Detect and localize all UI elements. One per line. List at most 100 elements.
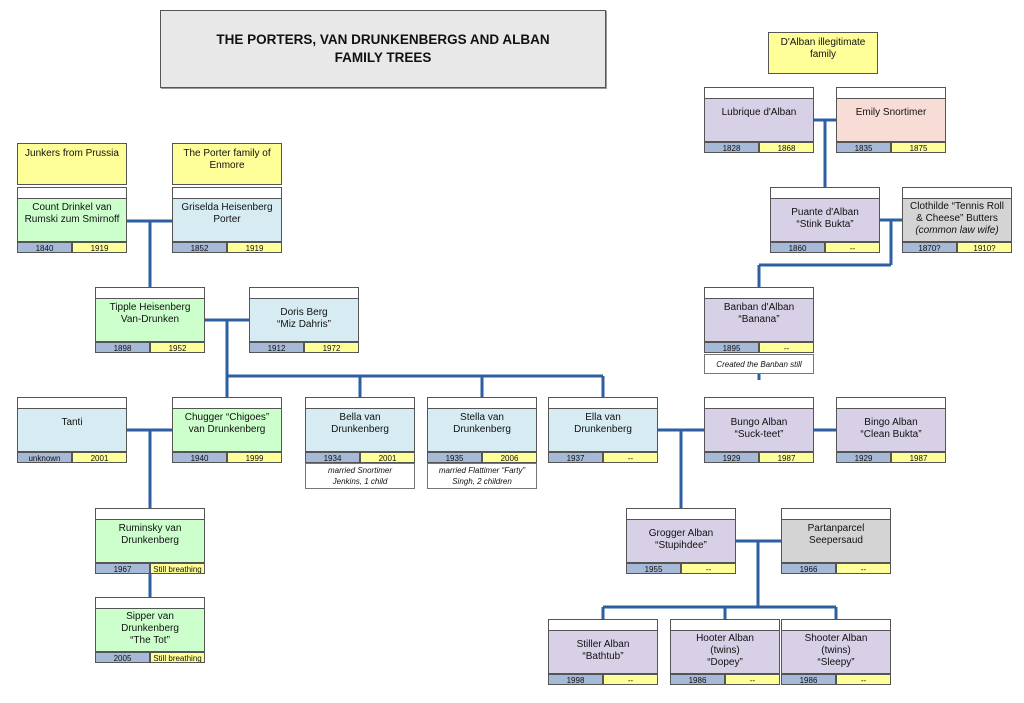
person-name-cell: Ruminsky van Drunkenberg: [95, 519, 205, 563]
person-dates: 1912 1972: [249, 342, 359, 353]
person-name-cell: Griselda Heisenberg Porter: [172, 198, 282, 242]
person-dates: 1935 2006: [427, 452, 537, 463]
person-dates: 1986 --: [670, 674, 780, 685]
person-name-line: “Stink Bukta”: [796, 219, 854, 230]
birth-year: 1835: [836, 142, 891, 153]
note-line: Created the Banban still: [716, 360, 802, 369]
death-year: 1952: [150, 342, 205, 353]
note-bella: married Snortimer Jenkins, 1 child: [305, 463, 415, 489]
person-dates: 1937 --: [548, 452, 658, 463]
person-name-cell: Partanparcel Seepersaud: [781, 519, 891, 563]
birth-year: 1895: [704, 342, 759, 353]
label-junkers: Junkers from Prussia: [17, 143, 127, 185]
death-year: --: [836, 674, 891, 685]
person-ella: Ella van Drunkenberg 1937 --: [548, 397, 658, 463]
person-doris: Doris Berg “Miz Dahris” 1912 1972: [249, 287, 359, 353]
person-name-cell: Emily Snortimer: [836, 98, 946, 142]
death-year: 1972: [304, 342, 359, 353]
person-name-line: Count Drinkel van: [32, 202, 112, 213]
person-name-cell: Hooter Alban (twins) “Dopey”: [670, 630, 780, 674]
birth-year: 1940: [172, 452, 227, 463]
person-chugger: Chugger “Chigoes” van Drunkenberg 1940 1…: [172, 397, 282, 463]
person-name-cell: Bingo Alban “Clean Bukta”: [836, 408, 946, 452]
person-name-line: Partanparcel: [807, 523, 865, 534]
person-name-line: (twins): [821, 645, 851, 656]
person-ruminsky: Ruminsky van Drunkenberg 1967 Still brea…: [95, 508, 205, 574]
birth-year: 1929: [836, 452, 891, 463]
person-bella: Bella van Drunkenberg 1934 2001: [305, 397, 415, 463]
label-dalban-line-2: family: [809, 49, 837, 60]
person-name-line: “Miz Dahris”: [277, 319, 331, 330]
person-dates: 1929 1987: [836, 452, 946, 463]
person-name-cell: Sipper van Drunkenberg “The Tot”: [95, 608, 205, 652]
person-name-line: Porter: [213, 214, 241, 225]
person-name-line: Drunkenberg: [574, 424, 632, 435]
person-name-line: Van-Drunken: [120, 314, 180, 325]
person-dates: 2005 Still breathing: [95, 652, 205, 663]
person-dates: 1955 --: [626, 563, 736, 574]
person-dates: 1898 1952: [95, 342, 205, 353]
death-year: --: [759, 342, 814, 353]
person-name-cell: Lubrique d'Alban: [704, 98, 814, 142]
person-name-line: (common law wife): [915, 225, 999, 236]
note-stella: married Flattimer “Farty” Singh, 2 child…: [427, 463, 537, 489]
person-name-line: Sipper van: [126, 611, 174, 622]
birth-year: 1966: [781, 563, 836, 574]
person-name-line: Griselda Heisenberg: [181, 202, 273, 213]
person-name-line: “Suck-teet”: [734, 429, 784, 440]
note-line: married Flattimer “Farty”: [438, 466, 526, 475]
person-lubrique: Lubrique d'Alban 1828 1868: [704, 87, 814, 153]
birth-year: 1967: [95, 563, 150, 574]
person-name-cell: Stiller Alban “Bathtub”: [548, 630, 658, 674]
label-porter-line-1: The Porter family of: [183, 148, 271, 159]
birth-year: 1937: [548, 452, 603, 463]
person-name-line: Stella van: [460, 412, 504, 423]
person-name-cell: Tanti: [17, 408, 127, 452]
person-name-cell: Bella van Drunkenberg: [305, 408, 415, 452]
label-porter-family: The Porter family of Enmore: [172, 143, 282, 185]
person-emily: Emily Snortimer 1835 1875: [836, 87, 946, 153]
death-year: 1987: [891, 452, 946, 463]
label-dalban-family: D'Alban illegitimate family: [768, 32, 878, 74]
person-name-line: Lubrique d'Alban: [721, 107, 797, 118]
person-bungo: Bungo Alban “Suck-teet” 1929 1987: [704, 397, 814, 463]
birth-year: unknown: [17, 452, 72, 463]
person-banban: Banban d'Alban “Banana” 1895 --: [704, 287, 814, 353]
person-name-cell: Stella van Drunkenberg: [427, 408, 537, 452]
death-year: 2006: [482, 452, 537, 463]
person-dates: 1986 --: [781, 674, 891, 685]
person-stiller: Stiller Alban “Bathtub” 1998 --: [548, 619, 658, 685]
person-count-drinkel: Count Drinkel van Rumski zum Smirnoff 18…: [17, 187, 127, 253]
person-name-line: Drunkenberg: [121, 623, 179, 634]
person-tanti: Tanti unknown 2001: [17, 397, 127, 463]
person-name-line: Chugger “Chigoes”: [184, 412, 270, 423]
person-partanparcel: Partanparcel Seepersaud 1966 --: [781, 508, 891, 574]
birth-year: 1935: [427, 452, 482, 463]
birth-year: 1828: [704, 142, 759, 153]
person-name-line: Bella van: [339, 412, 381, 423]
death-year: --: [825, 242, 880, 253]
label-dalban-line-1: D'Alban illegitimate: [780, 37, 866, 48]
person-name-line: “Sleepy”: [817, 657, 855, 668]
person-name-line: Bingo Alban: [864, 417, 918, 428]
person-name-cell: Tipple Heisenberg Van-Drunken: [95, 298, 205, 342]
person-name-line: “Bathtub”: [582, 651, 624, 662]
person-stella: Stella van Drunkenberg 1935 2006: [427, 397, 537, 463]
death-year: 1919: [227, 242, 282, 253]
death-year: 1919: [72, 242, 127, 253]
note-line: Singh, 2 children: [452, 477, 512, 486]
death-year: 1868: [759, 142, 814, 153]
title-line-1: THE PORTERS, VAN DRUNKENBERGS AND ALBAN: [216, 32, 550, 47]
person-name-cell: Grogger Alban “Stupihdee”: [626, 519, 736, 563]
person-name-line: Tipple Heisenberg: [109, 302, 191, 313]
person-name-line: Puante d'Alban: [791, 207, 859, 218]
death-year: 1875: [891, 142, 946, 153]
death-year: --: [603, 452, 658, 463]
person-name-line: van Drunkenberg: [188, 424, 266, 435]
birth-year: 1912: [249, 342, 304, 353]
person-name-line: Doris Berg: [280, 307, 328, 318]
death-year: Still breathing: [150, 652, 205, 663]
person-name-cell: Puante d'Alban “Stink Bukta”: [770, 198, 880, 242]
death-year: --: [603, 674, 658, 685]
person-name-cell: Bungo Alban “Suck-teet”: [704, 408, 814, 452]
